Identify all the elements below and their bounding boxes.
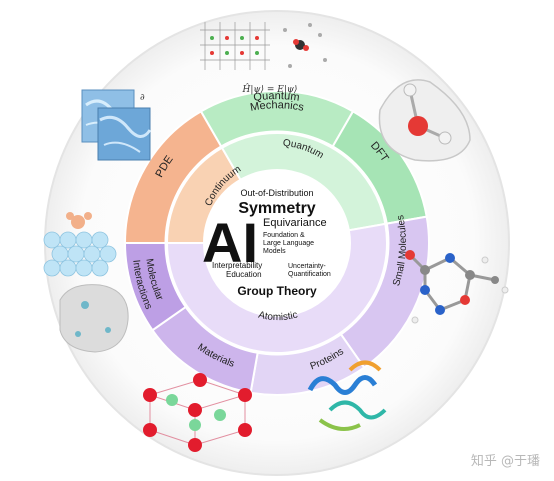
protein-surface-image bbox=[59, 284, 129, 353]
ring-divider bbox=[164, 130, 390, 356]
small-molecule-image bbox=[405, 250, 509, 324]
equivariance-text: Equivariance bbox=[263, 217, 327, 229]
quantum-lattice-image bbox=[200, 22, 327, 70]
ood-text: Out-of-Distribution bbox=[240, 188, 313, 198]
uncertainty-text-1: Uncertainty- bbox=[288, 263, 326, 270]
center-disc bbox=[204, 170, 350, 316]
protein-ribbon-image bbox=[307, 360, 387, 431]
pde-fluid-image: ∂ bbox=[81, 89, 152, 161]
foundation-text-1: Foundation & bbox=[263, 232, 305, 239]
partial-derivative-symbol: ∂ bbox=[140, 93, 145, 103]
interpretability-text: Interpretability bbox=[212, 261, 262, 270]
education-text: Education bbox=[226, 270, 262, 279]
molecular-surface-image bbox=[43, 212, 117, 277]
symmetry-text: Symmetry bbox=[238, 200, 315, 217]
uncertainty-text-2: Quantification bbox=[288, 271, 331, 278]
foundation-text-2: Large Language bbox=[263, 240, 314, 247]
crystal-lattice-image bbox=[143, 373, 252, 452]
schrodinger-equation: Ĥ|ψ⟩ = E|ψ⟩ bbox=[242, 83, 298, 95]
water-molecule-image bbox=[378, 79, 471, 162]
group-theory-text: Group Theory bbox=[237, 284, 317, 298]
foundation-text-3: Models bbox=[263, 248, 286, 255]
quantum-mechanics-label-line1: Quantum bbox=[253, 90, 300, 104]
ai-text: AI bbox=[202, 211, 258, 274]
quantum-mechanics-label-line2: Mechanics bbox=[249, 99, 305, 114]
atomistic-label: Atomistic bbox=[257, 310, 299, 324]
watermark-text: 知乎 @于璠 bbox=[470, 454, 540, 469]
